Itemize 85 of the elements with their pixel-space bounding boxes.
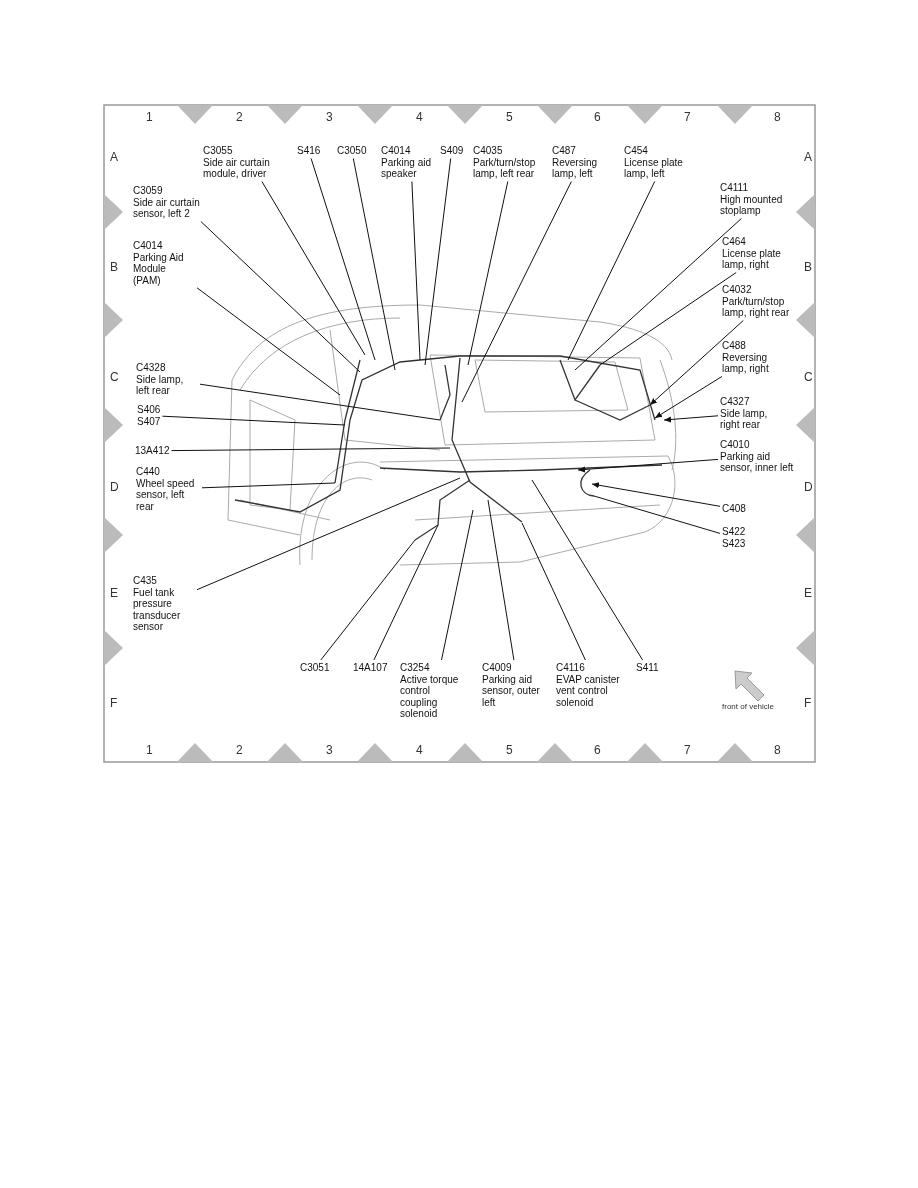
leader-line — [352, 158, 396, 371]
leader-line — [593, 495, 721, 534]
callout-label: C4035 Park/turn/stop lamp, left rear — [473, 145, 551, 180]
callout-label: C488 Reversing lamp, right — [722, 340, 784, 375]
grid-letter: E — [804, 586, 812, 600]
grid-number: 3 — [326, 743, 333, 757]
callout-label: C3051 — [300, 662, 330, 674]
callout-label: C4014 Parking Aid Module (PAM) — [133, 240, 195, 286]
leader-line — [200, 221, 361, 373]
leader-line — [461, 181, 572, 403]
leader-line — [373, 524, 439, 661]
grid-number: 6 — [594, 743, 601, 757]
leader-line — [411, 181, 421, 361]
grid-letter: D — [804, 480, 813, 494]
callout-label: S416 — [297, 145, 321, 157]
leader-line — [161, 415, 346, 426]
callout-label: C454 License plate lamp, left — [624, 145, 704, 180]
grid-number: 5 — [506, 743, 513, 757]
grid-number: 7 — [684, 743, 691, 757]
callout-label: C408 — [722, 503, 746, 515]
grid-letter: A — [110, 150, 118, 164]
leader-line — [574, 218, 742, 371]
direction-note: front of vehicle — [722, 702, 775, 711]
leader-line — [521, 522, 586, 661]
grid-number: 3 — [326, 110, 333, 124]
callout-label: C4014 Parking aid speaker — [381, 145, 441, 180]
leader-line — [531, 479, 644, 661]
grid-number: 7 — [684, 110, 691, 124]
leader-line — [310, 158, 376, 361]
leader-line — [599, 272, 737, 366]
callout-label: C4327 Side lamp, right rear — [720, 396, 782, 431]
grid-letter: D — [110, 480, 119, 494]
grid-number: 8 — [774, 743, 781, 757]
grid-number: 2 — [236, 743, 243, 757]
grid-number: 1 — [146, 110, 153, 124]
callout-label: C3059 Side air curtain sensor, left 2 — [133, 185, 228, 220]
callout-label: S411 — [636, 662, 659, 674]
leader-line — [171, 447, 451, 452]
leader-line — [663, 415, 719, 423]
grid-letter: E — [110, 586, 118, 600]
callout-label: C4032 Park/turn/stop lamp, right rear — [722, 284, 807, 319]
grid-number: 6 — [594, 110, 601, 124]
leader-line — [649, 320, 744, 406]
grid-number: 4 — [416, 743, 423, 757]
grid-number: 4 — [416, 110, 423, 124]
callout-label: C4009 Parking aid sensor, outer left — [482, 662, 554, 708]
leader-line — [199, 383, 441, 421]
callout-label: S409 — [440, 145, 464, 157]
grid-number: 8 — [774, 110, 781, 124]
leader-line — [196, 477, 461, 591]
callout-label: 14A107 — [353, 662, 388, 674]
callout-label: C487 Reversing lamp, left — [552, 145, 610, 180]
grid-letter: C — [804, 370, 813, 384]
callout-label: S406 S407 — [137, 404, 161, 427]
callout-label: C440 Wheel speed sensor, left rear — [136, 466, 200, 512]
leader-line — [201, 482, 336, 489]
leader-line — [467, 181, 509, 366]
leader-line — [441, 509, 474, 661]
grid-letter: B — [804, 260, 812, 274]
callout-label: S422 S423 — [722, 526, 746, 549]
grid-letter: B — [110, 260, 118, 274]
grid-number: 2 — [236, 110, 243, 124]
callout-label: C4328 Side lamp, left rear — [136, 362, 198, 397]
grid-letter: A — [804, 150, 812, 164]
grid-letter: F — [804, 696, 812, 710]
callout-label: C3050 — [337, 145, 367, 157]
leader-line — [320, 539, 416, 661]
grid-number: 5 — [506, 110, 513, 124]
leader-line — [654, 376, 723, 419]
grid-number: 1 — [146, 743, 153, 757]
leader-line — [591, 482, 721, 507]
leader-line — [567, 181, 656, 361]
callout-label: C4111 High mounted stoplamp — [720, 182, 805, 217]
leader-line — [487, 499, 515, 661]
leader-line — [424, 158, 452, 366]
leader-line — [196, 287, 341, 396]
callout-label: C4010 Parking aid sensor, inner left — [720, 439, 800, 474]
callout-label: C3055 Side air curtain module, driver — [203, 145, 298, 180]
grid-letter: F — [110, 696, 118, 710]
callout-label: C435 Fuel tank pressure transducer sensor — [133, 575, 195, 633]
callout-label: C3254 Active torque control coupling solenoid — [400, 662, 470, 720]
callout-label: 13A412 — [135, 445, 170, 457]
leader-line — [261, 181, 366, 356]
leader-line — [577, 458, 719, 473]
grid-letter: C — [110, 370, 119, 384]
